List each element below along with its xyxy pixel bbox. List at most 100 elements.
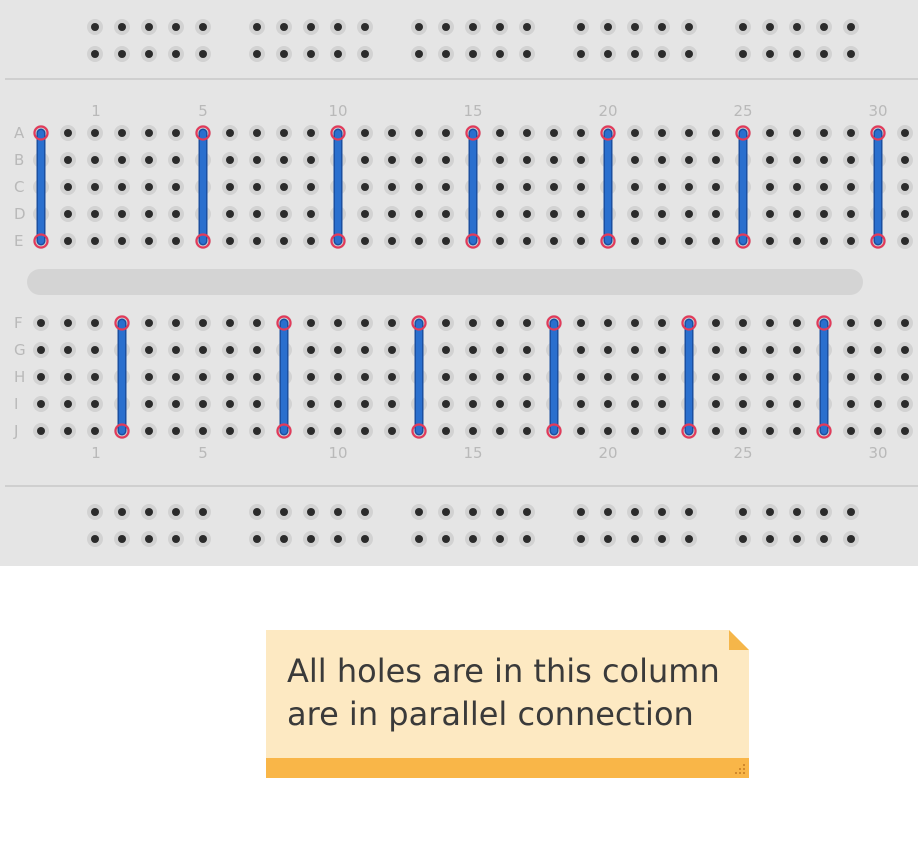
hole-J28 [766,427,774,435]
hole-E16 [442,237,450,245]
rail-bottom-hole [118,535,126,543]
hole-G33 [901,346,909,354]
hole-A10 [280,129,288,137]
hole-E30 [820,237,828,245]
rail-bottom-hole [847,535,855,543]
hole-E3 [91,237,99,245]
hole-C31 [847,183,855,191]
hole-B33 [901,156,909,164]
hole-I32 [874,400,882,408]
rail-bottom-hole [199,535,207,543]
resize-grip-icon[interactable] [733,762,747,776]
hole-G26 [712,346,720,354]
hole-J5 [145,427,153,435]
hole-F13 [361,319,369,327]
rail-top-hole [415,50,423,58]
rail-top-hole [145,50,153,58]
hole-B25 [685,156,693,164]
rail-top-hole [199,50,207,58]
jumper-wire-bottom-4-end [546,423,562,439]
hole-C30 [820,183,828,191]
rail-bottom-hole [253,535,261,543]
rail-top-hole [631,50,639,58]
rail-top-hole [847,50,855,58]
hole-C28 [766,183,774,191]
rail-bottom-hole [118,508,126,516]
hole-I8 [226,400,234,408]
jumper-wire-top-3-start [330,125,346,141]
hole-G32 [874,346,882,354]
sticky-note[interactable]: All holes are in this column are in para… [266,630,749,778]
rail-top-hole [469,50,477,58]
hole-I2 [64,400,72,408]
hole-D9 [253,210,261,218]
hole-J9 [253,427,261,435]
hole-C11 [307,183,315,191]
hole-H21 [577,373,585,381]
hole-G2 [64,346,72,354]
hole-C2 [64,183,72,191]
hole-H31 [847,373,855,381]
jumper-wire-top-6-end [735,233,751,249]
hole-A24 [658,129,666,137]
hole-A2 [64,129,72,137]
hole-A15 [415,129,423,137]
row-label-C: C [14,178,24,196]
rail-bottom-hole [280,508,288,516]
hole-J18 [496,427,504,435]
hole-B4 [118,156,126,164]
rail-bottom-hole [766,535,774,543]
jumper-wire-top-6-start [735,125,751,141]
rail-top-hole [766,23,774,31]
hole-C3 [91,183,99,191]
rail-bottom-hole [604,508,612,516]
top-rail-divider [5,78,918,80]
row-label-B: B [14,151,24,169]
column-label-top-1: 1 [91,102,101,120]
rail-top-hole [793,50,801,58]
hole-I11 [307,400,315,408]
hole-F22 [604,319,612,327]
hole-J12 [334,427,342,435]
hole-J19 [523,427,531,435]
hole-F31 [847,319,855,327]
hole-J16 [442,427,450,435]
rail-bottom-hole [685,535,693,543]
hole-I33 [901,400,909,408]
hole-J6 [172,427,180,435]
hole-A16 [442,129,450,137]
hole-I29 [793,400,801,408]
rail-top-hole [172,50,180,58]
hole-F19 [523,319,531,327]
hole-J29 [793,427,801,435]
hole-G7 [199,346,207,354]
hole-I23 [631,400,639,408]
hole-D4 [118,210,126,218]
jumper-wire-top-4-start [465,125,481,141]
hole-H3 [91,373,99,381]
hole-B29 [793,156,801,164]
rail-bottom-hole [766,508,774,516]
row-label-E: E [14,232,23,250]
hole-B31 [847,156,855,164]
rail-top-hole [820,23,828,31]
hole-H9 [253,373,261,381]
rail-bottom-hole [172,535,180,543]
rail-top-hole [604,50,612,58]
rail-top-hole [145,23,153,31]
hole-J32 [874,427,882,435]
hole-H24 [658,373,666,381]
hole-J26 [712,427,720,435]
rail-top-hole [631,23,639,31]
rail-bottom-hole [577,508,585,516]
hole-A14 [388,129,396,137]
hole-H33 [901,373,909,381]
hole-D19 [523,210,531,218]
hole-H19 [523,373,531,381]
column-label-top-15: 15 [463,102,482,120]
column-label-bottom-10: 10 [328,444,347,462]
hole-F33 [901,319,909,327]
hole-E26 [712,237,720,245]
hole-F24 [658,319,666,327]
